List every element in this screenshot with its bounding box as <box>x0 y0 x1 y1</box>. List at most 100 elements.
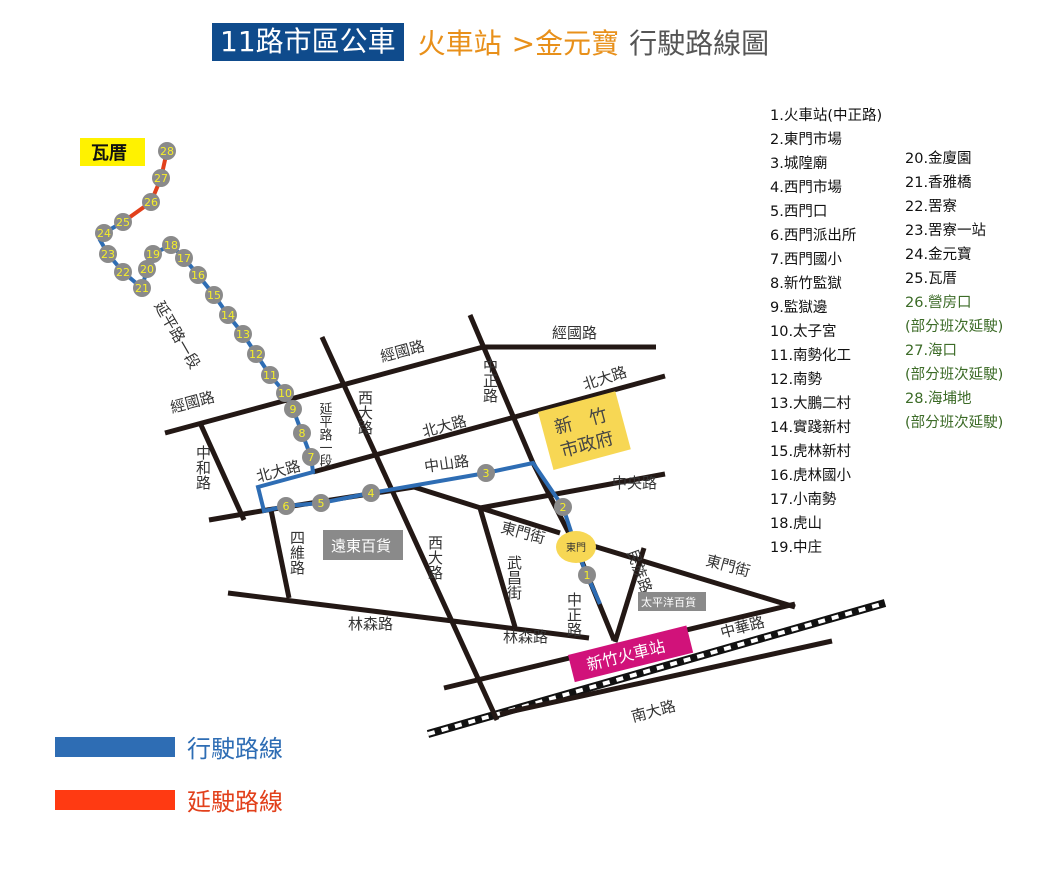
stop-list-item: 8.新竹監獄 <box>770 276 842 292</box>
bus-stop: 6 <box>277 497 295 515</box>
stop-marker <box>312 494 330 512</box>
stop-number: 28 <box>160 145 174 158</box>
bus-stop: 9 <box>284 400 302 418</box>
label-jingguo: 經國路 <box>168 388 216 417</box>
route-name: 11路市區公車 <box>212 23 404 61</box>
label-nanda: 南大路 <box>629 697 677 726</box>
stop-list-item-extended: 26.營房口 <box>905 295 972 311</box>
legend-route: 行駛路線 <box>55 729 283 764</box>
stop-list-note: (部分班次延駛) <box>905 319 1004 335</box>
stop-marker <box>219 306 237 324</box>
stop-number: 15 <box>207 289 221 302</box>
dongmen-marker <box>556 531 596 563</box>
bus-stop: 7 <box>302 448 320 466</box>
stop-number: 17 <box>177 252 191 265</box>
road-linsen <box>227 590 590 641</box>
bus-stop: 19 <box>144 245 162 263</box>
stop-list-item: 12.南勢 <box>770 372 823 388</box>
stop-number: 11 <box>263 369 277 382</box>
stop-list-item: 16.虎林國小 <box>770 468 852 484</box>
road-xida <box>319 335 500 722</box>
roads <box>164 314 833 722</box>
stop-list-item: 18.虎山 <box>770 516 823 532</box>
label-linsen: 林森路 <box>503 628 548 646</box>
label-yanping: 延平路一段 <box>317 402 333 467</box>
stop-list-item-extended: 27.海口 <box>905 343 958 359</box>
road-zhongyang <box>479 471 666 511</box>
stop-list-item: 19.中庄 <box>770 540 823 556</box>
stop-list-item: 7.西門國小 <box>770 252 842 268</box>
stop-list-note: (部分班次延駛) <box>905 367 1004 383</box>
label-zhonghe: 中和路 <box>194 445 212 490</box>
stop-marker <box>138 260 156 278</box>
label-yanping: 延平路一段 <box>151 298 204 372</box>
road-zhonghe <box>198 423 247 522</box>
legend-route-swatch <box>55 736 175 757</box>
road-west-link <box>208 507 268 523</box>
stop-number: 27 <box>154 172 168 185</box>
bus-stop: 26 <box>142 193 160 211</box>
bus-stop: 17 <box>175 249 193 267</box>
landmarks: 遠東百貨 太平洋百貨 新 竹 市政府 新竹火車站 瓦厝 <box>80 138 706 683</box>
stop-number: 13 <box>236 328 250 341</box>
stop-marker <box>477 464 495 482</box>
stop-marker <box>114 213 132 231</box>
road-beida <box>312 373 666 475</box>
stop-number: 19 <box>146 248 160 261</box>
bus-stop: 8 <box>293 424 311 442</box>
stop-marker <box>152 169 170 187</box>
stop-number: 23 <box>101 248 115 261</box>
stop-list-item: 14.實踐新村 <box>770 420 852 436</box>
bus-stop: 12 <box>247 345 265 363</box>
road-jingguo <box>164 344 484 436</box>
extension-line <box>121 150 169 224</box>
label-zhongshan: 中山路 <box>423 452 470 476</box>
label-xida: 西大路 <box>426 535 444 580</box>
bus-stop: 11 <box>261 366 279 384</box>
stop-number: 26 <box>144 196 158 209</box>
road-siwei <box>268 509 292 599</box>
stop-marker <box>142 193 160 211</box>
stop-list-item: 10.太子宮 <box>770 324 837 340</box>
stop-list-item: 11.南勢化工 <box>770 348 852 364</box>
stop-marker <box>189 266 207 284</box>
bus-stops: 東門12345678910111213141516171819202122232… <box>95 142 596 584</box>
stop-list-item: 17.小南勢 <box>770 492 837 508</box>
legend-extension: 延駛路線 <box>55 782 283 817</box>
stop-list-item: 4.西門市場 <box>770 180 842 196</box>
bus-stop: 13 <box>234 325 252 343</box>
bus-stop: 24 <box>95 224 113 242</box>
stop-number: 24 <box>97 227 111 240</box>
bus-stop: 28 <box>158 142 176 160</box>
label-dongmen-st: 東門街 <box>704 551 752 580</box>
bus-stop: 14 <box>219 306 237 324</box>
stop-number: 16 <box>191 269 205 282</box>
stop-marker <box>578 566 596 584</box>
title-from: 火車站 <box>417 27 502 60</box>
stop-number: 3 <box>483 467 490 480</box>
stop-marker <box>276 384 294 402</box>
stop-list-item: 24.金元寶 <box>905 247 972 263</box>
stop-number: 18 <box>164 239 178 252</box>
stop-number: 14 <box>221 309 235 322</box>
label-wuchang: 武昌街 <box>505 555 523 600</box>
bus-stop: 2 <box>554 498 572 516</box>
bus-stop: 22 <box>114 263 132 281</box>
stop-list-item: 2.東門市場 <box>770 132 842 148</box>
road-wuchang <box>477 507 518 628</box>
landmark-pacific: 太平洋百貨 <box>641 595 696 609</box>
stop-number: 12 <box>249 348 263 361</box>
stop-list-item: 22.罟寮 <box>905 199 958 215</box>
stop-number: 1 <box>584 569 591 582</box>
landmark-far-eastern: 遠東百貨 <box>331 537 391 555</box>
label-zhongzheng: 中正路 <box>481 358 499 403</box>
stop-number: 7 <box>308 451 315 464</box>
bus-stop: 23 <box>99 245 117 263</box>
stop-marker <box>144 245 162 263</box>
stop-list-item: 25.瓦厝 <box>905 271 958 287</box>
legend-extension-label: 延駛路線 <box>187 788 283 816</box>
stop-number: 21 <box>135 282 149 295</box>
stop-list-item: 9.監獄邊 <box>770 300 828 316</box>
